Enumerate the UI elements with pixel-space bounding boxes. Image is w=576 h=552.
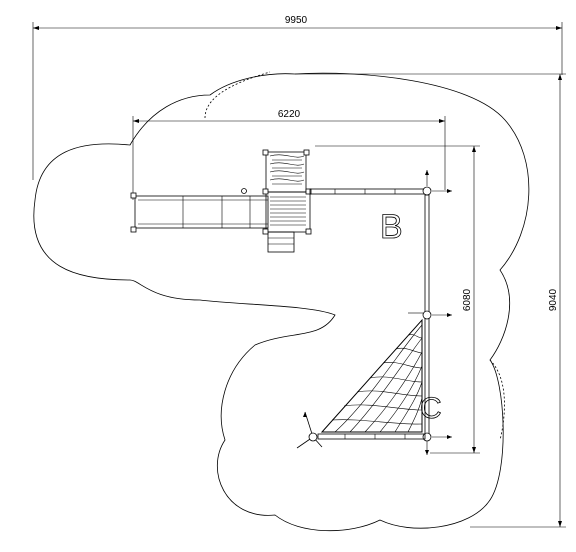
bottom-beam	[317, 433, 426, 440]
vertical-beam	[408, 194, 452, 455]
anchor-post	[296, 411, 323, 449]
dimension-label-total-width: 9950	[285, 15, 308, 26]
safety-zone-inner-seam	[204, 71, 271, 119]
zone-c-label: C	[420, 392, 442, 425]
tower-deck	[241, 149, 312, 253]
zone-b-label: B	[380, 208, 403, 246]
dimension-total-width: 9950	[32, 15, 563, 180]
dimension-total-height: 9040	[295, 73, 566, 528]
dimension-label-net-height: 6080	[462, 288, 473, 311]
top-beam	[309, 170, 452, 196]
rope-net	[320, 318, 423, 433]
dimension-label-total-height: 9040	[548, 288, 559, 311]
dimension-net-height: 6080	[315, 145, 480, 454]
slide	[130, 192, 269, 233]
safety-zone-lower-seam	[489, 359, 505, 441]
safety-zone-outline	[33, 72, 530, 532]
dimension-deck-width: 6220	[132, 109, 446, 200]
dimension-label-deck-width: 6220	[278, 109, 301, 120]
